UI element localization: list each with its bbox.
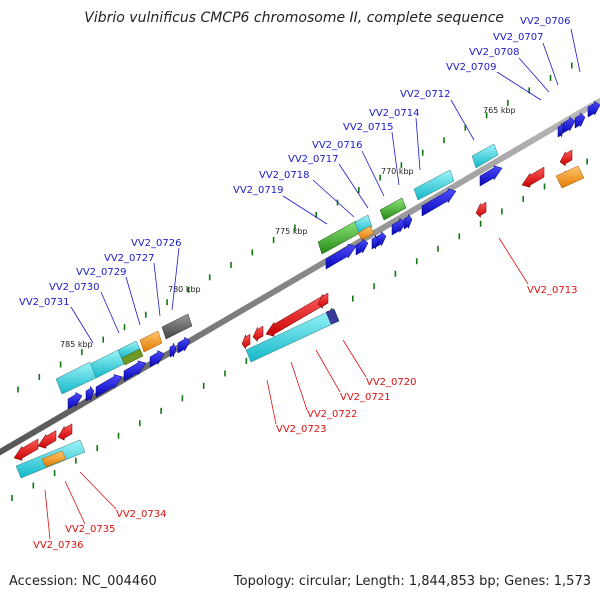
cds-box xyxy=(89,349,125,379)
forward-gene-arrow xyxy=(562,116,576,134)
reverse-gene-arrow xyxy=(57,423,73,441)
lower-gene-labels: VV2_0713 VV2_0720 VV2_0721 VV2_0722 VV2_… xyxy=(33,285,578,551)
cds-box xyxy=(161,313,193,340)
reverse-gene-arrow xyxy=(559,149,573,167)
sequence-summary: Topology: circular; Length: 1,844,853 bp… xyxy=(233,574,591,589)
cds-box xyxy=(379,197,407,221)
forward-genes xyxy=(67,100,600,410)
forward-gene-arrow xyxy=(169,342,177,358)
forward-gene-arrow xyxy=(67,392,83,410)
lower-leaders xyxy=(44,237,529,540)
gene-label: VV2_0722 xyxy=(307,409,358,420)
cds-box xyxy=(121,348,144,366)
cds-box xyxy=(357,225,375,241)
gene-label: VV2_0730 xyxy=(49,282,100,293)
gene-label: VV2_0719 xyxy=(233,185,284,196)
kbp-label: 765 kbp xyxy=(483,106,516,115)
gene-label: VV2_0726 xyxy=(131,238,182,249)
accession-label: Accession: NC_004460 xyxy=(9,574,157,589)
gene-label: VV2_0717 xyxy=(288,154,339,165)
gene-label: VV2_0709 xyxy=(446,62,497,73)
gene-label: VV2_0718 xyxy=(259,170,310,181)
forward-gene-arrow xyxy=(421,188,457,217)
forward-gene-arrow xyxy=(375,231,387,248)
forward-gene-arrow xyxy=(123,360,147,382)
reverse-genes xyxy=(13,149,573,461)
gene-label: VV2_0727 xyxy=(104,253,155,264)
map-title: Vibrio vulnificus CMCP6 chromosome II, c… xyxy=(84,10,504,26)
cds-box xyxy=(41,450,67,468)
gene-label: VV2_0712 xyxy=(400,89,451,100)
gene-label: VV2_0723 xyxy=(276,424,327,435)
forward-gene-arrow xyxy=(557,122,565,138)
upper-leaders xyxy=(70,28,581,344)
reverse-gene-arrow xyxy=(475,201,487,218)
gene-label: VV2_0713 xyxy=(527,285,578,296)
cds-box xyxy=(413,169,455,201)
gene-label: VV2_0736 xyxy=(33,540,84,551)
gene-label: VV2_0708 xyxy=(469,47,520,58)
forward-gene-arrow xyxy=(95,374,123,398)
forward-gene-arrow xyxy=(177,336,191,354)
cds-box xyxy=(325,308,340,325)
gene-label: VV2_0734 xyxy=(116,509,167,520)
gene-label: VV2_0721 xyxy=(340,392,391,403)
gene-label: VV2_0729 xyxy=(76,267,127,278)
forward-gene-arrow xyxy=(403,213,413,230)
forward-gene-arrow xyxy=(574,112,586,129)
kbp-label: 785 kbp xyxy=(60,340,93,349)
forward-gene-arrow xyxy=(587,100,600,118)
kbp-labels: 765 kbp 770 kbp 775 kbp 780 kbp 785 kbp xyxy=(60,106,516,349)
reverse-gene-arrow xyxy=(252,325,264,342)
reverse-gene-arrow xyxy=(317,292,329,309)
cds-box xyxy=(55,361,97,395)
forward-gene-arrow xyxy=(325,243,357,270)
feature-boxes xyxy=(15,143,585,479)
gene-label: VV2_0707 xyxy=(493,32,544,43)
reverse-gene-arrow xyxy=(37,430,57,449)
gene-label: VV2_0735 xyxy=(65,524,116,535)
forward-gene-arrow xyxy=(371,234,379,250)
kbp-label: 780 kbp xyxy=(168,285,201,294)
reverse-gene-arrow xyxy=(521,166,545,188)
forward-gene-arrow xyxy=(479,165,503,187)
gene-label: VV2_0714 xyxy=(369,108,420,119)
cds-box xyxy=(471,143,499,169)
upper-gene-labels: VV2_0706 VV2_0707 VV2_0708 VV2_0709 VV2_… xyxy=(19,16,571,308)
kbp-label: 775 kbp xyxy=(275,227,308,236)
gene-label: VV2_0720 xyxy=(366,377,417,388)
cds-box xyxy=(139,330,163,353)
gene-label: VV2_0731 xyxy=(19,297,70,308)
scale-ticks xyxy=(11,62,588,501)
reverse-gene-arrow xyxy=(13,438,39,461)
reverse-gene-arrow xyxy=(241,333,251,350)
gene-label: VV2_0706 xyxy=(520,16,571,27)
forward-gene-arrow xyxy=(149,350,165,368)
forward-gene-arrow xyxy=(391,218,407,236)
reverse-gene-arrow xyxy=(265,294,325,337)
gene-label: VV2_0715 xyxy=(343,122,394,133)
gene-label: VV2_0716 xyxy=(312,140,363,151)
forward-gene-arrow xyxy=(355,238,369,256)
cds-box xyxy=(555,165,585,189)
forward-gene-arrow xyxy=(85,385,95,402)
